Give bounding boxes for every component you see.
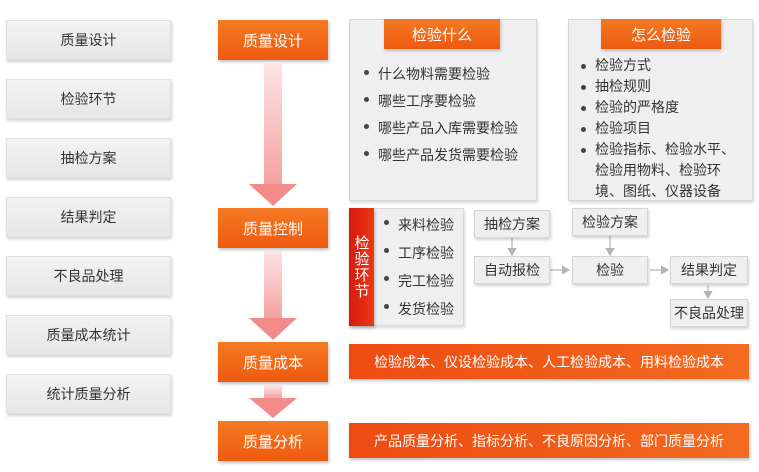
quality-analysis-banner: 产品质量分析、指标分析、不良原因分析、部门质量分析 xyxy=(349,423,749,458)
panel-header-how-to-inspect: 怎么检验 xyxy=(601,19,721,49)
arrow-design-to-control xyxy=(249,62,297,206)
list-item: 检验指标、检验水平、检验用物料、检验环境、图纸、仪器设备 xyxy=(579,140,747,203)
inspection-stage-list: 来料检验 工序检验 完工检验 发货检验 xyxy=(382,212,454,324)
step-inspect: 检验 xyxy=(572,256,648,284)
step-auto-report: 自动报检 xyxy=(474,256,550,284)
step-result-judgement: 结果判定 xyxy=(670,256,748,284)
panel-how-to-inspect xyxy=(568,19,753,201)
arrow-control-to-cost xyxy=(249,251,297,340)
panel-what-to-inspect xyxy=(349,19,537,201)
arrow-cost-to-analysis xyxy=(249,385,297,419)
quality-cost-banner: 检验成本、仪设检验成本、人工检验成本、用料检验成本 xyxy=(349,344,749,379)
step-inspection-plan: 检验方案 xyxy=(572,208,648,236)
list-item: 发货检验 xyxy=(382,296,454,324)
list-item: 什么物料需要检验 xyxy=(362,62,518,89)
stage-quality-analysis: 质量分析 xyxy=(218,421,328,461)
list-item: 哪些产品发货需要检验 xyxy=(362,143,518,170)
list-item: 检验的严格度 xyxy=(579,98,747,119)
list-item: 抽检规则 xyxy=(579,77,747,98)
panel-header-what-to-inspect: 检验什么 xyxy=(384,19,500,49)
nav-item-result-judgement[interactable]: 结果判定 xyxy=(6,197,171,237)
list-item: 哪些工序要检验 xyxy=(362,89,518,116)
list-item: 来料检验 xyxy=(382,212,454,240)
step-defect-handling: 不良品处理 xyxy=(670,299,748,327)
list-item: 完工检验 xyxy=(382,268,454,296)
list-item: 检验项目 xyxy=(579,119,747,140)
nav-item-defect-handling[interactable]: 不良品处理 xyxy=(6,256,171,296)
nav-item-quality-cost[interactable]: 质量成本统计 xyxy=(6,315,171,355)
nav-item-inspection-stage[interactable]: 检验环节 xyxy=(6,79,171,119)
what-to-inspect-list: 什么物料需要检验 哪些工序要检验 哪些产品入库需要检验 哪些产品发货需要检验 xyxy=(362,62,518,170)
step-sampling-plan: 抽检方案 xyxy=(474,210,550,238)
stage-quality-design: 质量设计 xyxy=(218,20,328,60)
stage-quality-cost: 质量成本 xyxy=(218,342,328,382)
nav-item-statistical-analysis[interactable]: 统计质量分析 xyxy=(6,374,171,414)
how-to-inspect-list: 检验方式 抽检规则 检验的严格度 检验项目 检验指标、检验水平、检验用物料、检验… xyxy=(579,56,747,203)
stage-quality-control: 质量控制 xyxy=(218,208,328,248)
nav-item-sampling-plan[interactable]: 抽检方案 xyxy=(6,138,171,178)
list-item: 哪些产品入库需要检验 xyxy=(362,116,518,143)
nav-item-quality-design[interactable]: 质量设计 xyxy=(6,20,171,60)
list-item: 工序检验 xyxy=(382,240,454,268)
inspection-stage-label-text: 检验环节 xyxy=(352,235,371,299)
list-item: 检验方式 xyxy=(579,56,747,77)
inspection-stage-label: 检验环节 xyxy=(349,208,374,326)
